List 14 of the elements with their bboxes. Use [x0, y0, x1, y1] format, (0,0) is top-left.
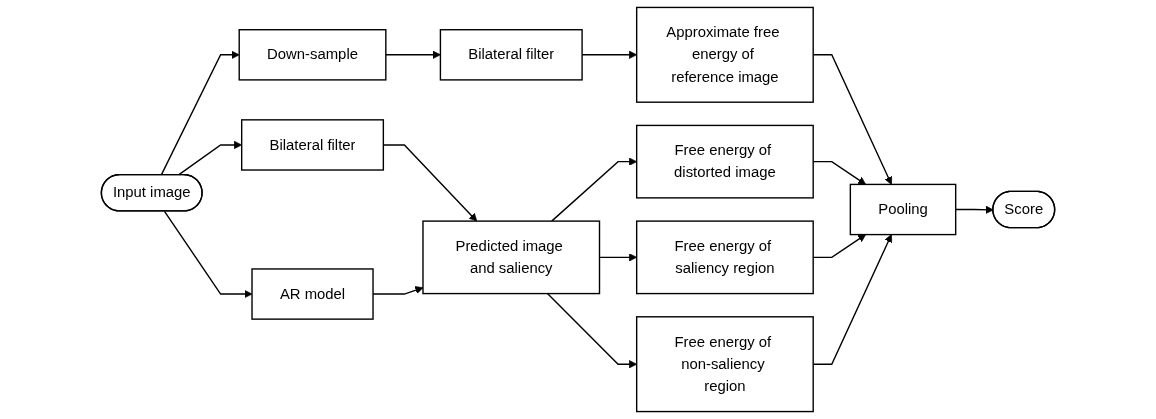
arrow [546, 292, 637, 369]
arrow [160, 50, 240, 176]
node-box: Pooling [849, 183, 957, 236]
arrow [550, 157, 637, 222]
node-box: Approximate free energy of reference image [635, 6, 814, 103]
node-box: Bilateral filter [240, 119, 384, 171]
node-box: Free energy of saliency region [635, 220, 814, 295]
node-box: Down-sample [238, 29, 387, 81]
node-box: Free energy of distorted image [635, 124, 814, 199]
node-box: Predicted image and saliency [422, 220, 601, 295]
node-box: Free energy of non-saliency region [635, 316, 814, 413]
node-box: Bilateral filter [439, 29, 583, 81]
node-box: AR model [251, 268, 374, 320]
arrow [385, 50, 441, 59]
